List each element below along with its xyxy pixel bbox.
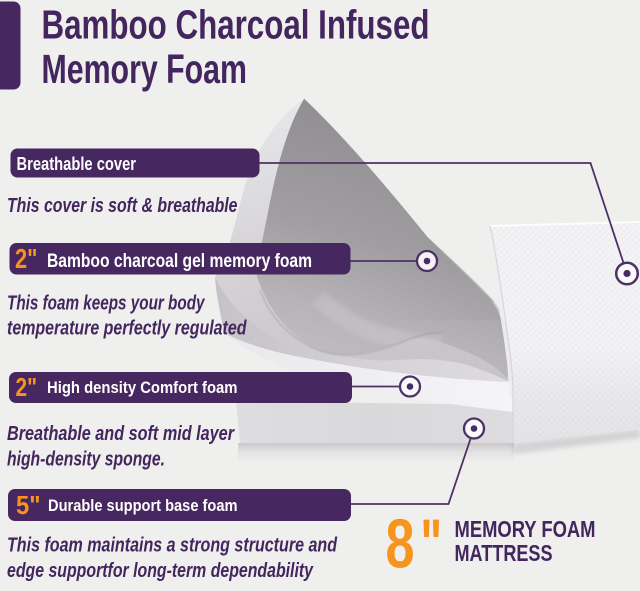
svg-text:2": 2" bbox=[15, 243, 38, 274]
svg-text:temperature perfectly regulate: temperature perfectly regulated bbox=[7, 318, 247, 340]
svg-text:Breathable and soft mid layer: Breathable and soft mid layer bbox=[7, 423, 235, 445]
svg-text:High density Comfort foam: High density Comfort foam bbox=[47, 378, 238, 397]
svg-text:Memory Foam: Memory Foam bbox=[42, 46, 248, 92]
svg-text:This cover is soft & breathabl: This cover is soft & breathable bbox=[7, 195, 238, 217]
svg-text:This foam keeps your body: This foam keeps your body bbox=[7, 293, 205, 315]
svg-text:Durable support base foam: Durable support base foam bbox=[48, 496, 238, 515]
svg-text:MEMORY FOAM: MEMORY FOAM bbox=[455, 516, 596, 542]
svg-text:Bamboo charcoal gel memory fo: Bamboo charcoal gel memory foam bbox=[47, 251, 312, 272]
svg-text:MATTRESS: MATTRESS bbox=[455, 540, 553, 566]
svg-text:high-density sponge.: high-density sponge. bbox=[7, 449, 165, 471]
svg-text:": " bbox=[421, 505, 443, 583]
svg-text:5": 5" bbox=[16, 490, 41, 520]
svg-text:Bamboo Charcoal Infused: Bamboo Charcoal Infused bbox=[42, 2, 430, 48]
svg-text:2": 2" bbox=[16, 372, 38, 402]
svg-text:8: 8 bbox=[386, 505, 415, 583]
svg-text:edge supportfor long-term depe: edge supportfor long-term dependability bbox=[7, 560, 314, 582]
svg-text:Breathable cover: Breathable cover bbox=[17, 153, 137, 174]
svg-text:This foam maintains a strong s: This foam maintains a strong structure a… bbox=[7, 535, 338, 557]
